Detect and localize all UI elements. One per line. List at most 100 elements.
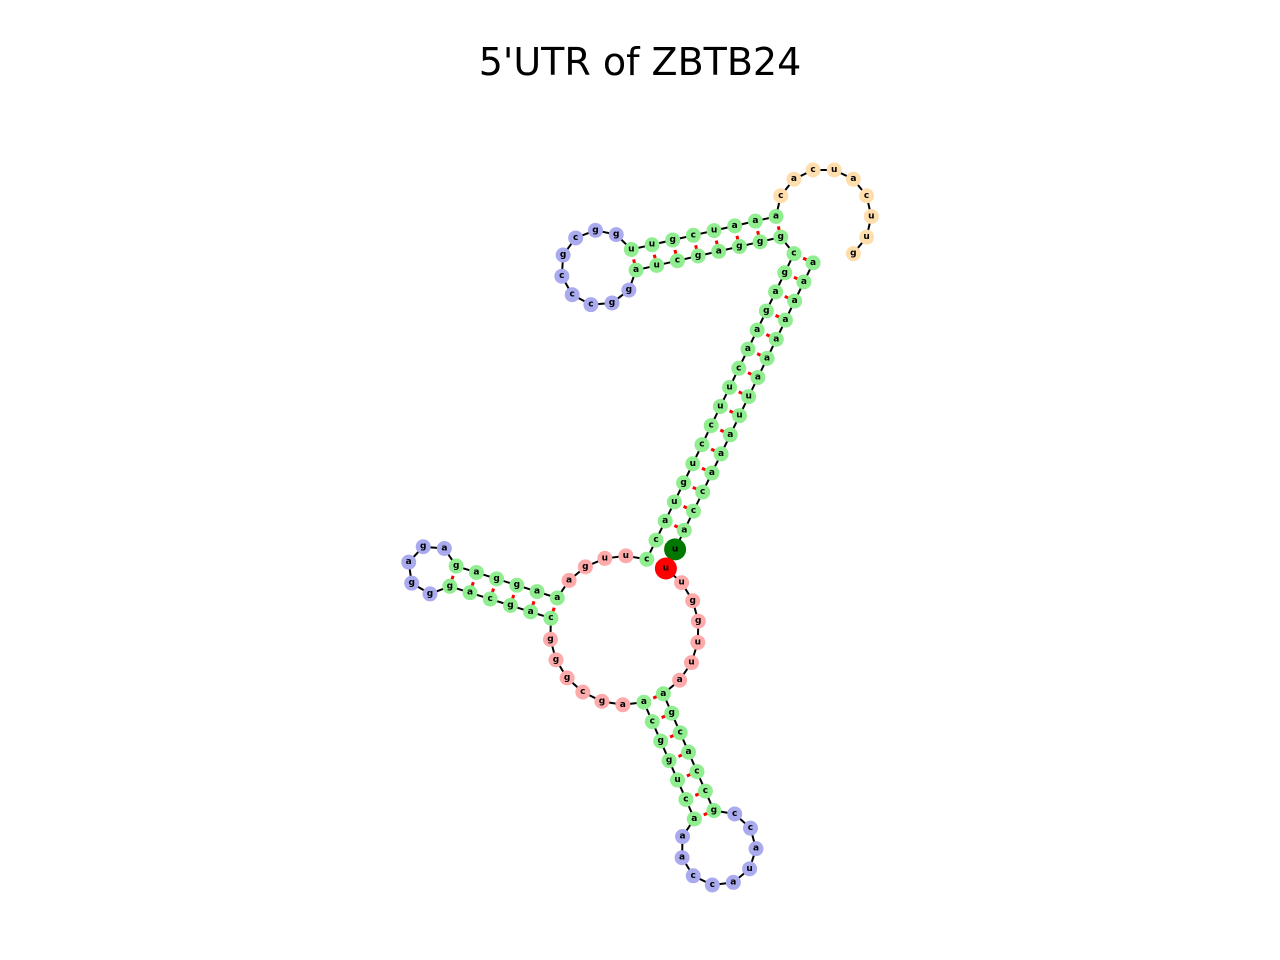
nucleotide	[741, 389, 757, 405]
nucleotide	[489, 571, 505, 587]
nucleotide-label: a	[730, 877, 736, 887]
nucleotide-label: c	[644, 554, 649, 564]
nucleotide-label: u	[717, 401, 723, 411]
nucleotide-label: c	[559, 271, 564, 281]
nucleotide-label: c	[691, 230, 696, 240]
nucleotide-label: c	[778, 191, 783, 201]
nucleotide	[750, 369, 766, 385]
nucleotide	[713, 446, 729, 462]
nucleotide-label: u	[688, 658, 694, 668]
nucleotide-label: g	[553, 655, 559, 665]
nucleotide-label: g	[626, 285, 632, 295]
nucleotide-label: c	[570, 290, 575, 300]
nucleotide	[731, 360, 747, 376]
nucleotide	[442, 578, 458, 594]
nucleotide-label: a	[641, 697, 647, 707]
nucleotide	[683, 655, 699, 671]
nucleotide	[653, 733, 669, 749]
nucleotide-label: c	[588, 300, 593, 310]
nucleotide	[672, 725, 688, 741]
nucleotide-label: u	[745, 392, 751, 402]
nucleotide-label: a	[773, 287, 779, 297]
nucleotide	[758, 303, 774, 319]
nucleotide-label: c	[710, 880, 715, 890]
nucleotide-label: a	[679, 832, 685, 842]
nucleotide-label: c	[699, 440, 704, 450]
nucleotide-label: u	[602, 553, 608, 563]
nucleotide-label: a	[467, 588, 473, 598]
nucleotide-label: a	[782, 315, 788, 325]
nucleotide-label: a	[791, 174, 797, 184]
nucleotide-label: u	[711, 226, 717, 236]
nucleotide-label: c	[691, 506, 696, 516]
nucleotide	[805, 255, 821, 271]
diagram-title: 5'UTR of ZBTB24	[478, 40, 802, 84]
nucleotide-label: g	[680, 478, 686, 488]
nucleotide	[655, 686, 671, 702]
nucleotide	[722, 427, 738, 443]
nucleotide	[722, 379, 738, 395]
nucleotide-label: g	[427, 589, 433, 599]
nucleotide	[623, 241, 639, 257]
nucleotide-label: a	[681, 525, 687, 535]
nucleotide-label: a	[660, 689, 666, 699]
nucleotide	[768, 284, 784, 300]
nucleotide	[711, 243, 727, 259]
nucleotide	[575, 684, 591, 700]
nucleotide-label: g	[613, 230, 619, 240]
nucleotide	[644, 714, 660, 730]
nucleotide	[604, 295, 620, 311]
nucleotide-label: a	[764, 353, 770, 363]
nucleotide	[773, 229, 789, 245]
nucleotide-label: a	[473, 567, 479, 577]
nucleotide-label: a	[686, 747, 692, 757]
nucleotide	[648, 532, 664, 548]
nucleotide	[796, 274, 812, 290]
nucleotide-label: a	[727, 430, 733, 440]
nucleotide	[703, 418, 719, 434]
nucleotide-label: u	[672, 544, 678, 554]
nucleotide-label: c	[748, 823, 753, 833]
nucleotide-label: g	[514, 580, 520, 590]
nucleotide	[742, 861, 758, 877]
base-pair-links	[448, 216, 814, 821]
nucleotide	[583, 297, 599, 313]
nucleotide-label: u	[663, 563, 669, 573]
nucleotide	[482, 591, 498, 607]
nucleotide	[777, 312, 793, 328]
nucleotide-label: c	[709, 421, 714, 431]
nucleotide-label: a	[752, 216, 758, 226]
nucleotide	[676, 522, 692, 538]
nucleotide-label: u	[726, 382, 732, 392]
nucleotide	[863, 208, 879, 224]
nucleotide	[555, 247, 571, 263]
nucleotide-label: a	[850, 174, 856, 184]
nucleotide	[768, 208, 784, 224]
nucleotide	[712, 398, 728, 414]
nucleotide	[672, 672, 688, 688]
nucleotide	[759, 350, 775, 366]
nucleotide-label: c	[703, 786, 708, 796]
nucleotide	[747, 213, 763, 229]
nucleotide	[594, 693, 610, 709]
nucleotide-label: c	[700, 487, 705, 497]
nucleotide	[561, 572, 577, 588]
nucleotide-label: c	[694, 767, 699, 777]
nucleotide	[523, 604, 539, 620]
nucleotide-label: u	[623, 551, 629, 561]
nucleotide-label: u	[831, 165, 837, 175]
nucleotide	[685, 868, 701, 884]
nucleotide	[749, 322, 765, 338]
nucleotide	[685, 456, 701, 472]
nucleotide	[787, 293, 803, 309]
nucleotide	[670, 772, 686, 788]
nucleotide-label: a	[679, 853, 685, 863]
nucleotide	[674, 850, 690, 866]
nucleotide-label: a	[554, 593, 560, 603]
nucleotide	[554, 268, 570, 284]
nucleotide-label: u	[863, 232, 869, 242]
nucleotide-label: u	[746, 864, 752, 874]
nucleotide	[777, 265, 793, 281]
nucleotide	[845, 246, 861, 262]
nucleotide-label: a	[534, 587, 540, 597]
